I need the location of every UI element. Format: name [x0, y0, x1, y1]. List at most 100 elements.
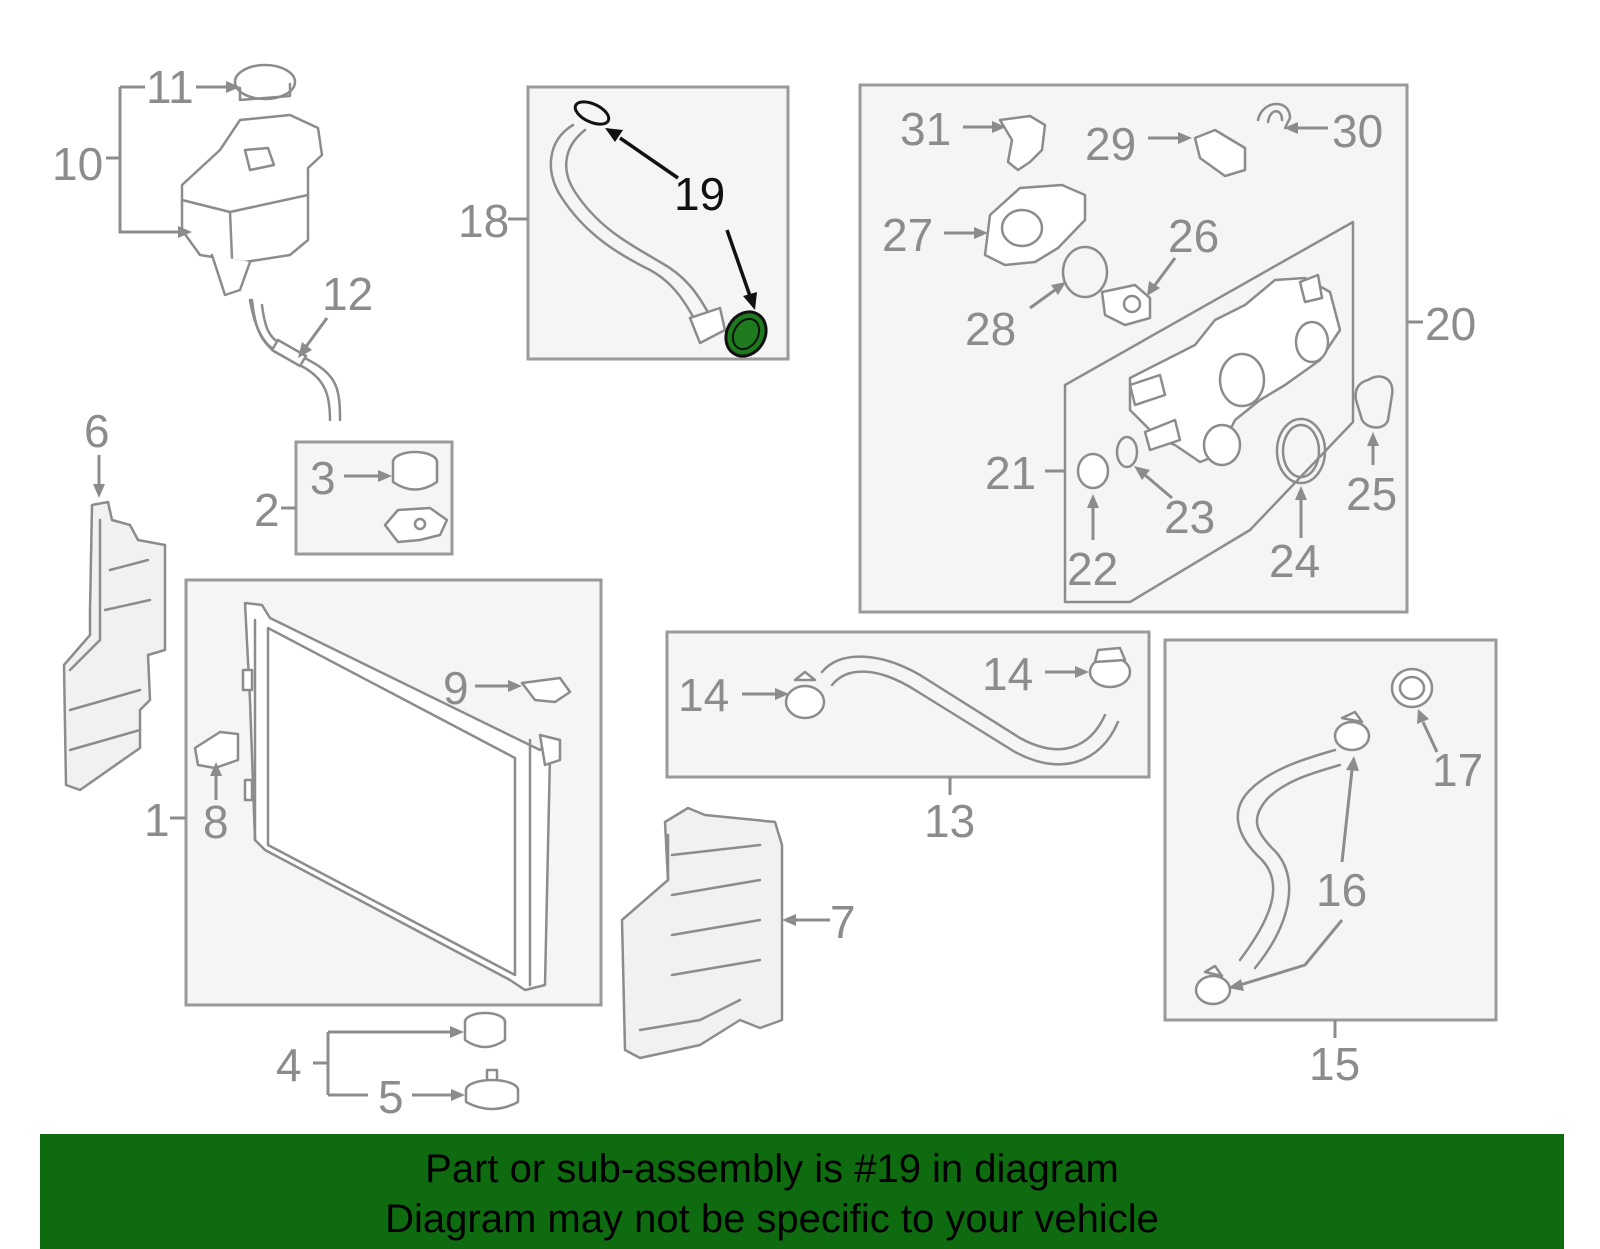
- seal-19-inner: [731, 317, 761, 351]
- arrowhead-28: [1051, 282, 1066, 295]
- arrowhead-3: [378, 470, 392, 482]
- callout-16: 16: [1316, 864, 1367, 916]
- sensor-8: [193, 730, 240, 770]
- callout-11: 11: [146, 61, 194, 113]
- callout-24: 24: [1269, 535, 1320, 587]
- arrowhead-29: [1178, 132, 1192, 144]
- arrowhead-8: [210, 762, 222, 776]
- clamp-14-right: [1088, 646, 1132, 689]
- callout-7: 7: [830, 896, 856, 948]
- radiator: [241, 601, 562, 992]
- banner-line-1: Part or sub-assembly is #19 in diagram: [425, 1147, 1119, 1191]
- cap-4: [463, 1011, 507, 1049]
- arrowhead-31: [992, 121, 1006, 133]
- arrowhead-24: [1295, 486, 1307, 500]
- thermostat-26: [1100, 283, 1152, 327]
- leader-16b: [1239, 919, 1344, 987]
- callout-12: 12: [322, 268, 373, 320]
- callout-20: 20: [1425, 298, 1476, 350]
- clip-30: [1256, 102, 1292, 130]
- callout-4: 4: [276, 1039, 302, 1091]
- callout-17: 17: [1432, 744, 1483, 796]
- o-ring-19-upper: [573, 100, 611, 126]
- arrowhead-14a: [775, 688, 789, 700]
- leader-10: [106, 87, 180, 234]
- housing-frame-20: [1063, 220, 1355, 604]
- sensor-29: [1193, 128, 1247, 178]
- leader-17: [1421, 721, 1439, 753]
- leader-16a: [1340, 769, 1354, 863]
- callout-9: 9: [443, 662, 469, 714]
- gasket-25: [1354, 375, 1394, 429]
- callout-26: 26: [1168, 210, 1219, 262]
- callout-27: 27: [882, 209, 933, 261]
- hose-15: [1236, 748, 1342, 970]
- arrowhead-22: [1087, 494, 1099, 508]
- arrowhead-12: [298, 342, 312, 358]
- callout-28: 28: [965, 303, 1016, 355]
- bracket-31: [998, 114, 1047, 172]
- outlet-27: [983, 183, 1087, 267]
- callout-18: 18: [458, 195, 509, 247]
- o-ring-23: [1115, 435, 1139, 469]
- housing-body: [1128, 273, 1342, 467]
- arrowhead-23: [1134, 466, 1150, 480]
- o-ring-28: [1061, 245, 1109, 299]
- leader-28: [1029, 288, 1056, 310]
- gasket-24: [1275, 417, 1327, 485]
- arrowhead-4: [450, 1026, 464, 1038]
- leader-26: [1153, 257, 1177, 286]
- arrowhead-26: [1147, 281, 1160, 296]
- arrowhead-16a: [1346, 756, 1359, 771]
- arrowhead-19-lower: [743, 292, 757, 310]
- arrowhead-7: [782, 914, 796, 926]
- callout-14-right: 14: [982, 648, 1033, 700]
- overflow-hose: [250, 298, 342, 422]
- arrowhead-19-upper: [605, 128, 623, 142]
- callout-22: 22: [1067, 543, 1118, 595]
- callout-30: 30: [1332, 105, 1383, 157]
- leader-12: [303, 317, 329, 349]
- callout-13: 13: [924, 795, 975, 847]
- reservoir-tank: [180, 113, 324, 352]
- callout-10: 10: [52, 138, 103, 190]
- arrowhead-10: [178, 226, 192, 238]
- hose-13: [820, 655, 1120, 766]
- bracket-9: [520, 676, 572, 704]
- group-box-13: [665, 630, 1151, 779]
- callout-14-left: 14: [678, 669, 729, 721]
- callout-3: 3: [310, 452, 336, 504]
- upper-hose: [549, 123, 727, 345]
- arrowhead-25: [1367, 432, 1379, 446]
- leader-4: [313, 1030, 450, 1095]
- air-guard-6: [62, 500, 167, 792]
- clamp-16-upper: [1333, 710, 1371, 752]
- arrowhead-16b: [1228, 979, 1244, 991]
- callout-25: 25: [1346, 468, 1397, 520]
- callout-21: 21: [985, 447, 1036, 499]
- callout-23: 23: [1164, 491, 1215, 543]
- callout-19: 19: [674, 168, 725, 220]
- arrowhead-11: [226, 81, 240, 93]
- arrowhead-5: [451, 1089, 465, 1101]
- callout-1: 1: [144, 794, 170, 846]
- callout-6: 6: [84, 405, 110, 457]
- info-banner: Part or sub-assembly is #19 in diagram D…: [40, 1134, 1564, 1249]
- arrowhead-6: [93, 484, 105, 498]
- callout-15: 15: [1309, 1038, 1360, 1090]
- leader-19-lower: [725, 229, 752, 297]
- reservoir-cap: [233, 63, 297, 102]
- clamp-14-left: [784, 670, 826, 720]
- fitting-17: [1390, 667, 1434, 709]
- gasket-24-inner: [1281, 423, 1321, 479]
- arrowhead-17: [1417, 709, 1429, 724]
- drain-plug-5: [464, 1068, 520, 1111]
- plug-22: [1076, 452, 1110, 490]
- bracket-2: [383, 506, 449, 544]
- arrowhead-14b: [1075, 666, 1089, 678]
- arrowhead-27: [974, 227, 988, 239]
- callout-29: 29: [1085, 118, 1136, 170]
- callout-8: 8: [203, 796, 229, 848]
- leader-19-upper: [619, 136, 679, 180]
- group-box-15: [1163, 638, 1498, 1022]
